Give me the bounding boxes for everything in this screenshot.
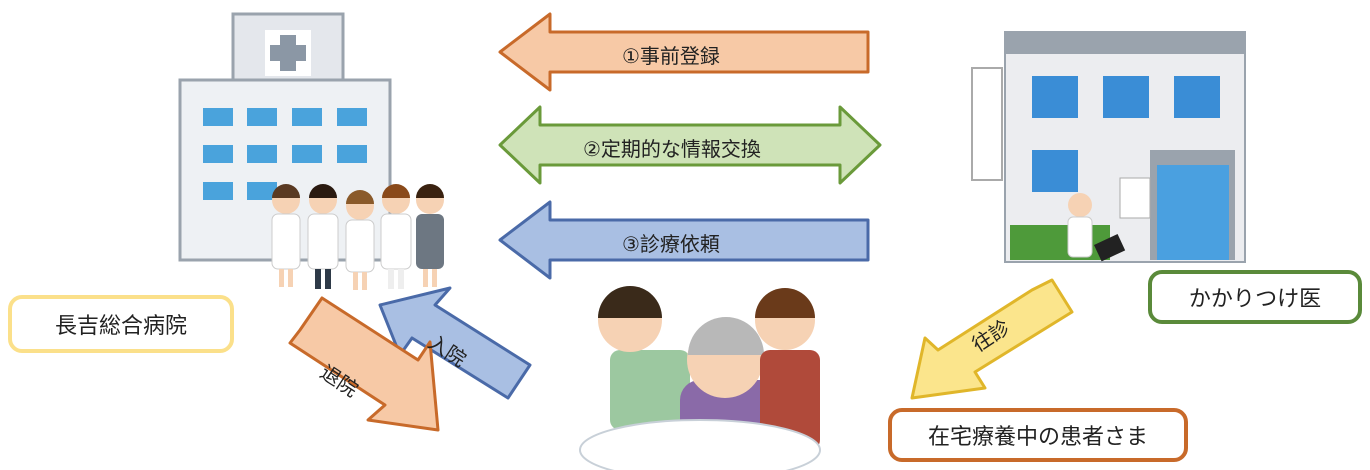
home-visit-arrow — [910, 278, 1074, 400]
clinic-illustration — [971, 31, 1246, 263]
hospital-label: 長吉総合病院 — [8, 295, 234, 353]
pre-registration-arrow — [498, 12, 870, 92]
family-doctor-label: かかりつけ医 — [1148, 270, 1362, 324]
pre-registration-label: ①事前登録 — [622, 44, 720, 68]
patient-family-illustration — [579, 286, 821, 470]
discharge-arrow — [288, 296, 440, 432]
medical-staff-illustration — [271, 184, 444, 290]
info-exchange-label: ②定期的な情報交換 — [583, 137, 761, 161]
info-exchange-arrow — [498, 105, 882, 185]
home-patient-label: 在宅療養中の患者さま — [888, 408, 1188, 462]
consultation-request-arrow — [498, 200, 870, 280]
consultation-request-label: ③診療依頼 — [622, 232, 720, 256]
